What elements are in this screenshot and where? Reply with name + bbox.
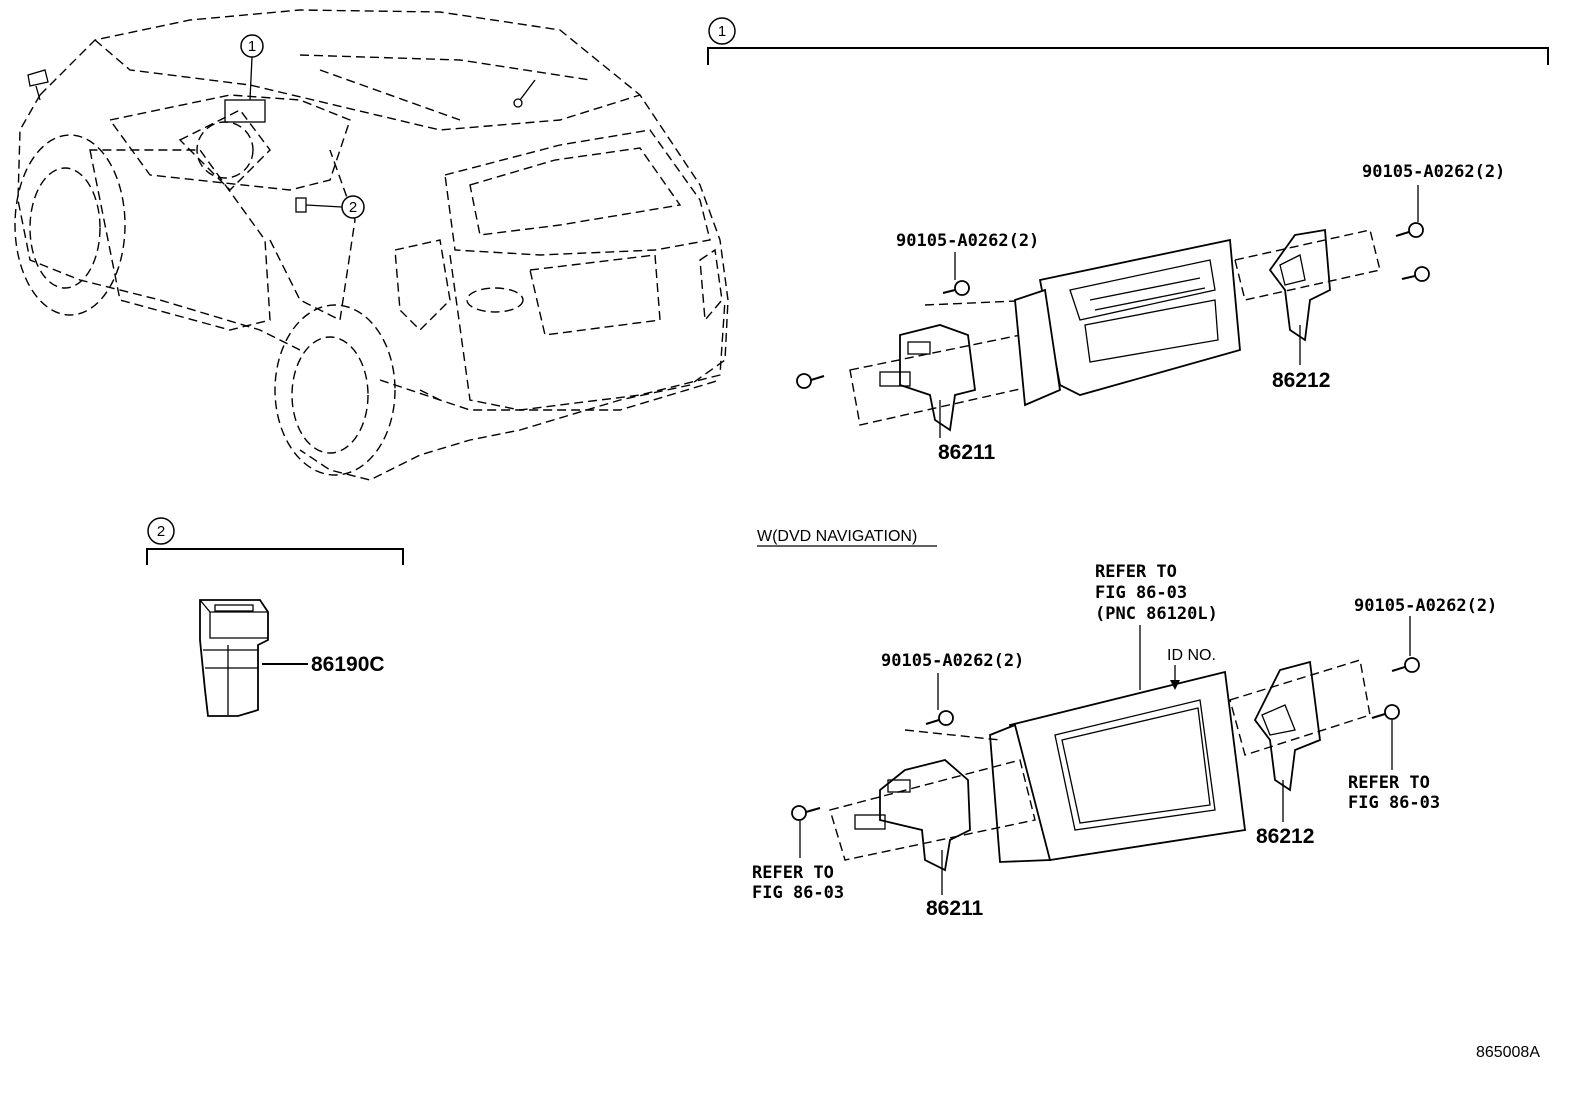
nav-bolt-left-side xyxy=(791,805,821,821)
s2-switch-label: 86190C xyxy=(311,653,385,676)
s1-bracket-left-label: 86211 xyxy=(938,441,996,464)
vehicle-callout-1: 1 xyxy=(240,34,264,58)
dvd-refer-top-line2: FIG 86-03 xyxy=(1095,583,1187,603)
dvd-refer-top-line1: REFER TO xyxy=(1095,562,1177,582)
navigation-bezel-assembly xyxy=(791,616,1420,895)
dvd-id-no-label: ID NO. xyxy=(1167,647,1216,664)
section-1-callout: 1 xyxy=(708,17,736,45)
svg-text:1: 1 xyxy=(248,38,256,55)
dvd-refer-right-line2: FIG 86-03 xyxy=(1348,793,1440,813)
vehicle-illustration xyxy=(14,9,729,481)
svg-text:1: 1 xyxy=(718,23,726,40)
s1-bracket-right-label: 86212 xyxy=(1272,369,1330,392)
dvd-refer-top-line3: (PNC 86120L) xyxy=(1095,604,1218,624)
nav-bolt-right-top xyxy=(1391,657,1420,673)
svg-text:2: 2 xyxy=(157,523,165,540)
dvd-bracket-right-label: 86212 xyxy=(1256,825,1314,848)
nav-bolt-right-side xyxy=(1371,704,1400,720)
switch-86190c xyxy=(199,599,308,717)
dvd-bracket-left-label: 86211 xyxy=(926,897,984,920)
nav-bolt-left-top xyxy=(925,710,954,726)
radio-bezel-assembly xyxy=(796,185,1430,438)
bolt-left-top xyxy=(942,280,970,296)
dvd-navigation-heading: W(DVD NAVIGATION) xyxy=(757,528,917,545)
dvd-refer-left-line2: FIG 86-03 xyxy=(752,883,844,903)
dvd-bolt-left-label: 90105-A0262(2) xyxy=(881,651,1024,671)
bolt-left-side xyxy=(796,373,825,389)
dvd-refer-left-line1: REFER TO xyxy=(752,863,834,883)
bolt-right-side xyxy=(1401,266,1430,282)
vehicle-callout-2: 2 xyxy=(341,195,365,219)
s1-bolt-right-label: 90105-A0262(2) xyxy=(1362,162,1505,182)
bolt-right-top xyxy=(1395,222,1424,238)
section-2-bracket xyxy=(146,548,404,565)
svg-text:2: 2 xyxy=(349,199,357,216)
s1-bolt-left-label: 90105-A0262(2) xyxy=(896,231,1039,251)
dvd-refer-right-line1: REFER TO xyxy=(1348,773,1430,793)
figure-id: 865008A xyxy=(1476,1044,1540,1061)
section-1-bracket xyxy=(707,47,1549,65)
section-2-callout: 2 xyxy=(147,517,175,545)
dvd-bolt-right-label: 90105-A0262(2) xyxy=(1354,596,1497,616)
